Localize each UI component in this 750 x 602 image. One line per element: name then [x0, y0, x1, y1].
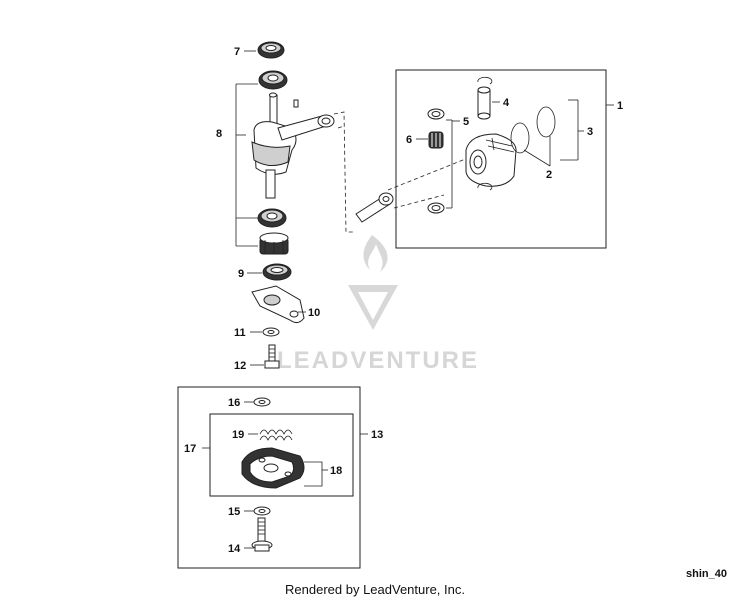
callout-11: 11 [234, 327, 246, 339]
piston-ring-part-2b [536, 106, 556, 138]
needle-bearing-part-6 [428, 131, 444, 149]
callout-17: 17 [184, 443, 196, 455]
bearing-top-part [258, 70, 288, 90]
bolt-part-12 [264, 344, 280, 369]
callout-14: 14 [228, 543, 241, 555]
gear-part [259, 232, 289, 255]
oil-seal-part-7 [257, 41, 285, 59]
callout-10: 10 [308, 307, 320, 319]
callout-16: 16 [228, 397, 240, 409]
footer-credit: Rendered by LeadVenture, Inc. [285, 582, 465, 597]
callout-7: 7 [234, 46, 240, 58]
conrod-small-end-part [355, 192, 394, 223]
bracket-part-10 [251, 285, 305, 324]
crankshaft-part-8 [251, 92, 335, 199]
callout-3: 3 [587, 126, 593, 138]
callout-9: 9 [238, 268, 244, 280]
bolt-part-14 [251, 517, 273, 552]
oil-seal-part-9 [262, 263, 292, 281]
piston-ring-part-2a [510, 122, 530, 154]
piston-part [465, 133, 517, 187]
callout-15: 15 [228, 506, 240, 518]
circlip-top-part [477, 76, 493, 85]
thrust-washer-top-part [427, 108, 445, 120]
callout-5: 5 [463, 116, 469, 128]
diagram-id-label: shin_40 [686, 568, 727, 580]
piston-pin-part-4 [477, 86, 491, 120]
clutch-shoe-part-18 [241, 447, 305, 489]
callout-2: 2 [546, 169, 552, 181]
callout-18: 18 [330, 465, 342, 477]
callout-12: 12 [234, 360, 246, 372]
callout-1: 1 [617, 100, 623, 112]
callout-4: 4 [503, 97, 510, 109]
spring-part-19 [259, 429, 293, 441]
piston-assembly-box [395, 69, 607, 249]
clutch-outer-box [177, 386, 361, 569]
callout-6: 6 [406, 134, 412, 146]
watermark-logo [348, 235, 398, 330]
callout-13: 13 [371, 429, 383, 441]
circlip-bottom-part [477, 182, 493, 191]
callout-8: 8 [216, 128, 222, 140]
washer-part-11 [262, 327, 280, 337]
thrust-washer-bottom-part [427, 202, 445, 214]
washer-part-16 [253, 397, 271, 407]
watermark-text: LEADVENTURE [277, 347, 479, 374]
clutch-inner-box [209, 413, 354, 497]
bearing-bottom-part [257, 208, 287, 228]
washer-part-15 [253, 506, 271, 516]
callout-19: 19 [232, 429, 244, 441]
